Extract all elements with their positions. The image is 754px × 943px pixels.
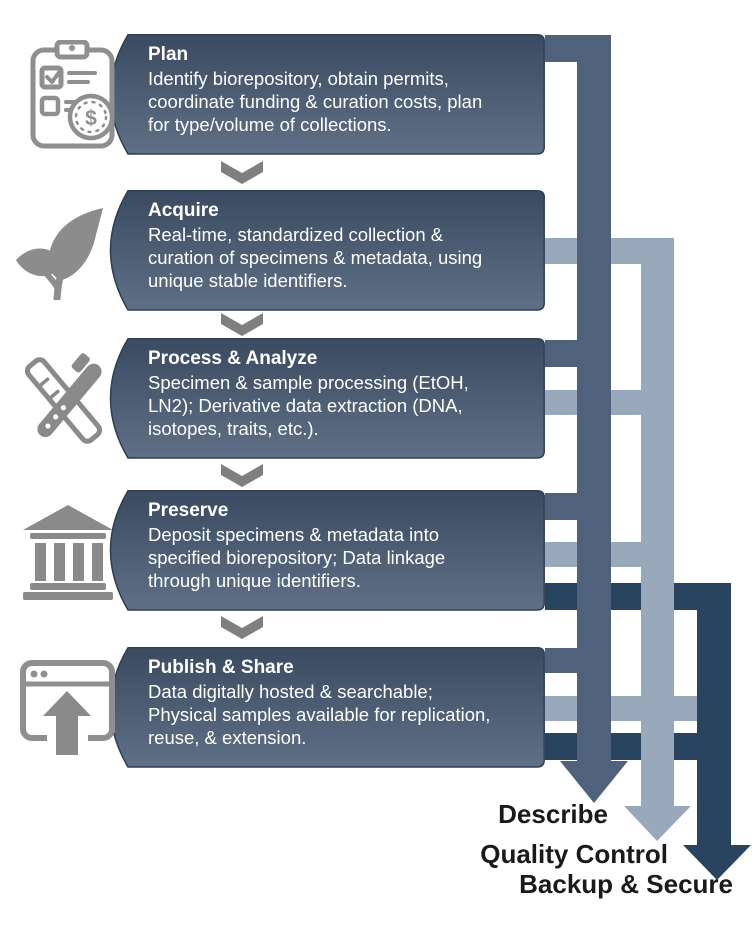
stage-title: Acquire [148, 200, 219, 221]
stage-title: Plan [148, 44, 189, 65]
stage-description: Specimen & sample processing (EtOH, LN2)… [148, 372, 469, 439]
stage-box-shape [109, 190, 545, 311]
clipboard-checklist-dollar-icon: $ [30, 40, 115, 149]
museum-building-icon [23, 505, 113, 600]
stage-description: Real-time, standardized collection & cur… [148, 224, 483, 291]
testtube-caliper-icon [24, 353, 103, 444]
svg-text:$: $ [85, 107, 97, 130]
stage-acquire: Acquire Real-time, standardized collecti… [102, 190, 545, 311]
stage-publish-share: Publish & Share Data digitally hosted & … [102, 647, 545, 768]
chevron-down-icon [221, 313, 263, 336]
chevron-down-icon [221, 464, 263, 487]
chevron-down-icon [221, 616, 263, 639]
stage-description: Identify biorepository, obtain permits, … [148, 68, 483, 135]
stage-plan: Plan Identify biorepository, obtain perm… [102, 34, 545, 155]
stage-preserve: Preserve Deposit specimens & metadata in… [102, 490, 545, 611]
browser-upload-icon [20, 660, 115, 755]
chevron-down-icon [221, 161, 263, 184]
stage-description: Data digitally hosted & searchable; Phys… [148, 681, 491, 748]
stage-process-analyze: Process & Analyze Specimen & sample proc… [102, 338, 545, 459]
describe-label: Describe [498, 799, 608, 829]
stage-title: Process & Analyze [148, 348, 318, 369]
backup-secure-arrow [545, 583, 751, 880]
stage-title: Publish & Share [148, 657, 294, 678]
stage-title: Preserve [148, 500, 229, 521]
stage-description: Deposit specimens & metadata into specif… [148, 524, 446, 591]
stage-box-shape [109, 490, 545, 611]
describe-arrow [545, 35, 628, 803]
plant-sprout-icon [16, 208, 103, 300]
quality-control-label: Quality Control [480, 839, 668, 869]
backup-secure-label: Backup & Secure [519, 869, 733, 899]
stage-box-shape [109, 338, 545, 459]
